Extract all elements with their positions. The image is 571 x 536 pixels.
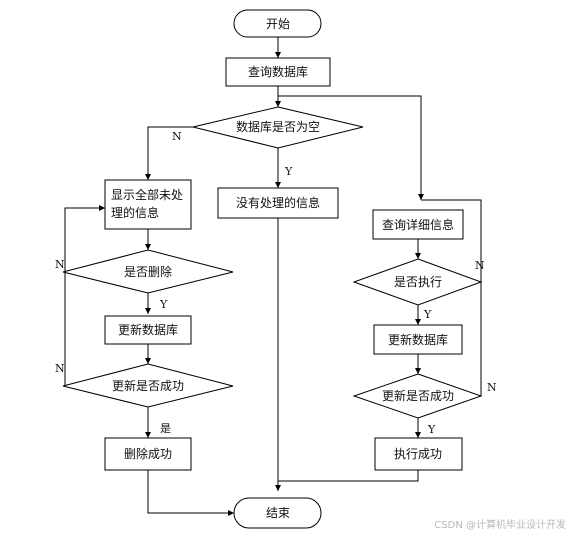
end-node: 结束: [233, 497, 322, 529]
query-detail-label: 查询详细信息: [382, 217, 454, 232]
edge-execute-n-loop: [421, 199, 482, 282]
edge-delete-success-end: [147, 470, 234, 516]
label-is-execute-n: N: [475, 259, 485, 272]
update-success-left-decision: 更新是否成功: [62, 363, 234, 408]
edge-db-empty-n: [145, 126, 193, 180]
edge-delete-n-loop: [64, 205, 105, 272]
delete-success-label: 删除成功: [124, 446, 172, 461]
execute-success-label: 执行成功: [394, 447, 442, 461]
db-empty-label: 数据库是否为空: [236, 119, 320, 134]
delete-success-node: 删除成功: [104, 437, 192, 471]
db-empty-decision: 数据库是否为空: [192, 106, 364, 149]
end-label: 结束: [266, 506, 290, 520]
start-node: 开始: [233, 9, 322, 38]
is-execute-decision: 是否执行: [352, 258, 483, 306]
show-all-label-line2: 理的信息: [111, 205, 159, 220]
show-all-node: 显示全部未处 理的信息: [104, 179, 192, 230]
update-db-right-label: 更新数据库: [388, 332, 448, 347]
no-info-node: 没有处理的信息: [217, 187, 339, 219]
label-update-right-y: Y: [427, 423, 436, 436]
label-is-delete-n: N: [55, 258, 65, 271]
is-execute-label: 是否执行: [394, 275, 442, 289]
is-delete-decision: 是否删除: [62, 249, 234, 294]
edge-labels: N Y N Y N 是 N Y N Y: [55, 130, 497, 436]
update-success-right-decision: 更新是否成功: [352, 373, 483, 419]
update-success-left-label: 更新是否成功: [112, 378, 184, 393]
update-db-right-node: 更新数据库: [373, 324, 463, 355]
update-db-left-label: 更新数据库: [118, 322, 178, 337]
label-update-right-n: N: [487, 381, 497, 394]
query-db-label: 查询数据库: [248, 64, 308, 79]
no-info-label: 没有处理的信息: [236, 195, 320, 210]
label-is-delete-y: Y: [159, 298, 168, 311]
label-update-left-n: N: [55, 362, 65, 375]
label-db-empty-n: N: [172, 130, 182, 143]
label-db-empty-y: Y: [284, 165, 293, 178]
watermark: CSDN @计算机毕业设计开发: [434, 518, 566, 531]
show-all-label-line1: 显示全部未处: [111, 187, 183, 202]
edge-query-branch-right: [278, 95, 424, 200]
is-delete-label: 是否删除: [124, 264, 172, 279]
start-label: 开始: [266, 17, 290, 31]
execute-success-node: 执行成功: [374, 437, 463, 471]
update-success-right-label: 更新是否成功: [382, 388, 454, 403]
edges: [64, 37, 482, 516]
update-db-left-node: 更新数据库: [104, 315, 192, 345]
query-db-node: 查询数据库: [225, 57, 331, 87]
label-update-left-yes: 是: [160, 422, 171, 435]
query-detail-node: 查询详细信息: [372, 209, 464, 240]
label-is-execute-y: Y: [423, 308, 432, 321]
edge-execute-success-end: [278, 470, 419, 482]
